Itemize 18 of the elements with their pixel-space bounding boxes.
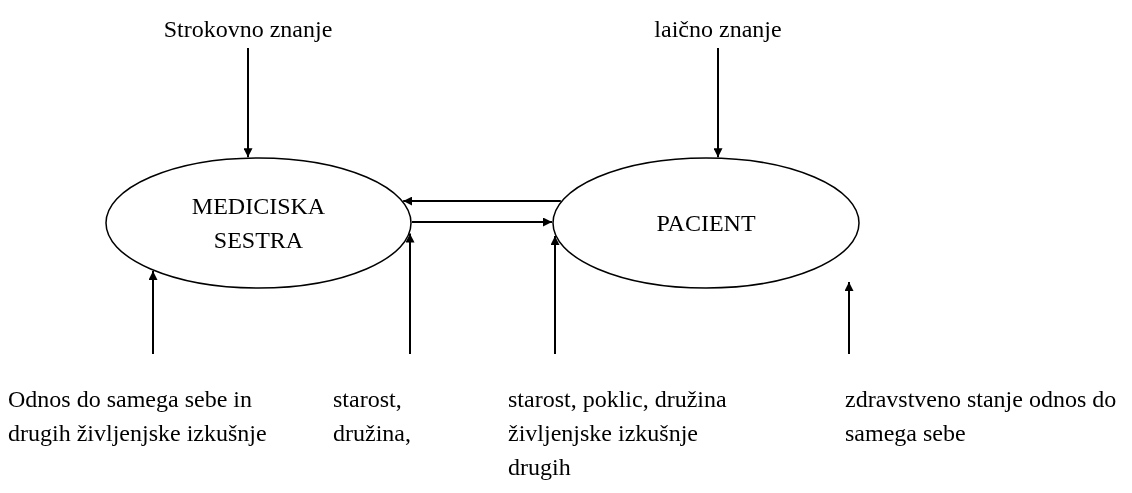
text-label: zdravstveno stanje odnos do samega sebe [845, 382, 1130, 450]
arrow [243, 47, 253, 159]
text-label: laično znanje [628, 12, 808, 46]
text-label: Odnos do samega sebe in drugih življenjske izkušnje [8, 382, 288, 450]
ellipse-node [105, 157, 412, 289]
node-label: PACIENT [655, 209, 757, 238]
arrow [405, 232, 415, 355]
arrow [402, 196, 562, 206]
arrow [550, 234, 560, 355]
arrow [713, 47, 723, 159]
arrow [148, 269, 158, 355]
arrow [411, 217, 553, 227]
text-label: starost, poklic, družina življenjske izkušnje drugih [508, 382, 744, 484]
ellipse-node [552, 157, 860, 289]
text-label: starost, družina, [333, 382, 473, 450]
text-label: Strokovno znanje [148, 12, 348, 46]
node-label: MEDICISKA SESTRA [190, 192, 327, 255]
arrow [844, 281, 854, 355]
